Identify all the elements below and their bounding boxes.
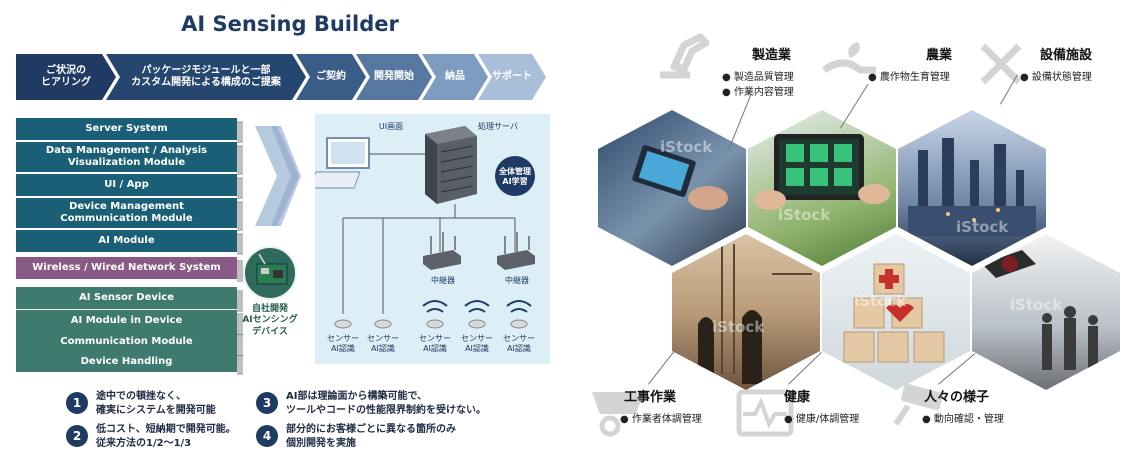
sensor-label-5: センサー AI認識 [503,334,535,353]
process-step-hearing: ご状況の ヒアリング [16,54,116,100]
category-facility-item: ● 設備状態管理 [1020,72,1092,83]
leader-line [648,349,676,385]
stack-ui-app: UI / App [16,174,243,199]
category-people-item: ● 動向確認・管理 [922,414,1004,425]
photo-people: iStock [972,234,1120,390]
watermark: iStock [956,218,1009,236]
stack-data-management: Data Management / Analysis Visualization… [16,142,243,175]
sensor-label-4: センサー AI認識 [461,334,493,353]
benefit-text: 途中での頓挫なく、 確実にシステムを開発可能 [96,391,216,416]
ai-management-badge: 全体管理 AI学習 [499,167,531,186]
photo-health: iStock [822,234,970,390]
benefit-number: 3 [256,392,278,414]
plant-hand-icon [820,40,880,84]
process-step-proposal: パッケージモジュールと一部 カスタム開発による構成のご提案 [106,54,306,100]
category-construction-item: ● 作業者体調管理 [620,414,702,425]
tools-icon [975,38,1027,94]
leader-line [840,83,869,129]
category-health-title: 健康 [784,390,811,405]
photo-agriculture: iStock [748,110,896,266]
category-construction-title: 工事作業 [624,390,677,405]
architecture-lines [315,126,535,329]
benefit-text: 低コスト、短納期で開発可能。 従来方法の1/2〜1/3 [96,424,236,449]
category-manufacturing-title: 製造業 [752,48,792,63]
heart-monitor-icon [735,388,795,442]
process-flow: ご状況の ヒアリング パッケージモジュールと一部 カスタム開発による構成のご提案… [16,54,546,100]
sensor-label-1: センサー AI認識 [327,334,359,353]
stack-ai-module: AI Module [16,230,243,255]
benefit-3: 3 AI部は理論面から構築可能で、 ツールやコードの性能限界制約を受けない。 [256,390,486,417]
process-step-support: サポート [478,54,546,100]
leader-line [728,94,752,151]
stack-device-management: Device Management Communication Module [16,198,243,231]
flow-arrow-icon [255,126,301,230]
category-health-item: ● 健康/体調管理 [784,414,860,425]
category-people-title: 人々の様子 [924,390,990,405]
watermark: iStock [1010,296,1063,314]
security-camera-icon [888,380,948,434]
process-step-dev-start: 開発開始 [356,54,432,100]
server-label: 処理サーバ [478,122,518,131]
ai-device-label: 自社開発 AIセンシング デバイス [242,304,298,337]
benefit-number: 2 [66,425,88,447]
watermark: iStock [660,138,713,156]
benefit-number: 1 [66,392,88,414]
stack-device-handling: Device Handling [16,352,243,375]
page-title: AI Sensing Builder [181,12,399,36]
ui-screen-label: UI画面 [378,122,404,131]
category-agriculture-title: 農業 [926,48,953,63]
robot-arm-icon [655,30,715,84]
wheelbarrow-icon [588,378,648,444]
benefit-2: 2 低コスト、短納期で開発可能。 従来方法の1/2〜1/3 [66,423,236,450]
watermark: iStock [778,206,831,224]
stack-communication-module: Communication Module [16,331,243,356]
benefit-text: AI部は理論面から構築可能で、 ツールやコードの性能限界制約を受けない。 [286,391,486,416]
category-manufacturing-item: ● 作業内容管理 [722,87,794,98]
stack-ai-module-device: AI Module in Device [16,310,243,335]
category-agriculture-item: ● 農作物生育管理 [868,72,950,83]
photo-facility: iStock [898,110,1046,266]
benefit-text: 部分的にお客様ごとに異なる箇所のみ 個別開発を実施 [286,424,456,449]
ai-device-board-icon [243,246,297,300]
watermark: iStock [854,292,907,310]
stack-server-system: Server System [16,118,243,143]
sensor-label-2: センサー AI認識 [367,334,399,353]
watermark: iStock [712,318,765,336]
stack-network-system: Wireless / Wired Network System [16,257,243,282]
process-step-contract: ご契約 [296,54,366,100]
benefit-1: 1 途中での頓挫なく、 確実にシステムを開発可能 [66,390,216,417]
photo-manufacturing: iStock [598,110,746,266]
sensor-label-3: センサー AI認識 [419,334,451,353]
relay-label-1: 中継器 [431,276,455,285]
stack-ai-sensor-device: AI Sensor Device [16,287,243,312]
benefit-4: 4 部分的にお客様ごとに異なる箇所のみ 個別開発を実施 [256,423,456,450]
category-facility-title: 設備施設 [1040,48,1093,63]
category-manufacturing-item: ● 製造品質管理 [722,72,794,83]
photo-construction: iStock [672,234,820,390]
benefit-number: 4 [256,425,278,447]
architecture-diagram: UI画面 処理サーバ 全体管理 AI学習 中継器 中継器 センサー AI認識 セ… [315,114,550,364]
relay-label-2: 中継器 [505,276,529,285]
